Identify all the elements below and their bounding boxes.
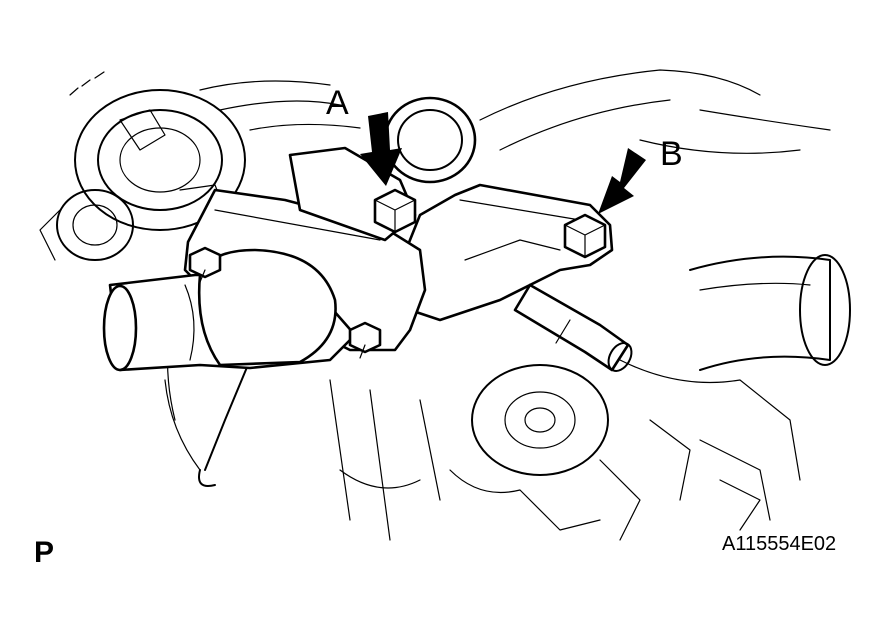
- bolt-b: [563, 213, 607, 259]
- right-bracket: [398, 183, 633, 372]
- arrow-a-icon: [360, 112, 402, 186]
- arrow-b-icon: [598, 148, 646, 214]
- upper-cap: [383, 96, 477, 184]
- stud-nut-left: [188, 246, 222, 283]
- bolt-a: [373, 188, 417, 234]
- left-pulley: [69, 71, 246, 231]
- engine-background-linework: [39, 69, 851, 541]
- water-pump: [471, 364, 609, 476]
- bolt-a-label: A: [326, 84, 349, 122]
- right-hose: [689, 254, 851, 371]
- figure-code: A115554E02: [722, 533, 837, 555]
- stud-nut-lower: [348, 321, 382, 359]
- left-idler: [39, 189, 134, 261]
- view-marker: P: [34, 536, 55, 569]
- bolt-b-label: B: [660, 135, 683, 173]
